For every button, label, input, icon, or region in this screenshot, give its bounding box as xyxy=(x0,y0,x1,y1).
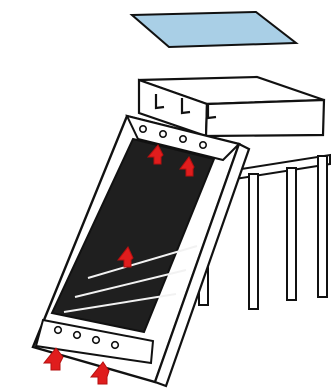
box-leg-right xyxy=(318,156,327,297)
air-hole xyxy=(93,337,100,344)
upper-box-side xyxy=(206,100,324,136)
box-leg-back-right xyxy=(287,168,296,300)
floating-cover-panel xyxy=(132,12,296,47)
air-hole xyxy=(74,332,81,339)
air-hole xyxy=(200,142,206,148)
box-leg-middle xyxy=(249,174,258,309)
air-hole xyxy=(112,342,119,349)
air-hole xyxy=(160,131,166,137)
air-hole xyxy=(140,126,146,132)
air-hole xyxy=(55,327,62,334)
air-hole xyxy=(180,136,186,142)
